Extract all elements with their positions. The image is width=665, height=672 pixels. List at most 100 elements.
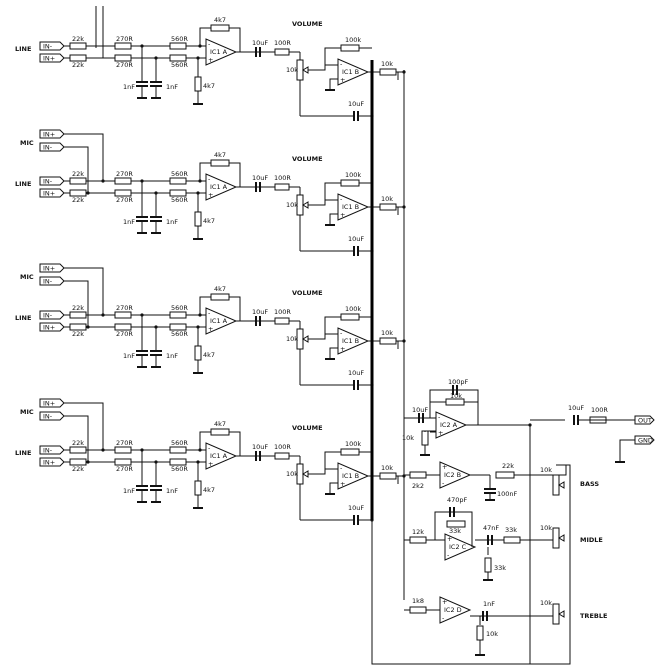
feedback-resistor: [210, 24, 230, 32]
feedback-resistor: [340, 313, 360, 321]
component-label: 270R: [116, 304, 133, 312]
component-label: 10k: [486, 630, 498, 638]
component-label: 22k: [72, 465, 84, 473]
plus-sign: -: [442, 614, 445, 622]
junction-dot: [154, 325, 158, 329]
input-connector-label: IN-: [43, 143, 53, 151]
component-label: 560R: [171, 304, 188, 312]
component-label: 560R: [171, 196, 188, 204]
plus-sign: -: [447, 551, 450, 559]
filter-capacitor: [150, 350, 162, 356]
pot-wiper: [302, 201, 309, 209]
feedback-resistor: [210, 428, 230, 436]
component-label: 270R: [116, 61, 133, 69]
input-connector-label: IN+: [43, 458, 55, 466]
plus-sign: +: [340, 76, 345, 84]
middle-feedback-resistor: [446, 520, 466, 528]
wire: [329, 78, 338, 90]
input-connector: [39, 310, 65, 320]
component-label: 10uF: [348, 504, 364, 512]
opamp-ic1a-label: IC1 A: [210, 183, 228, 191]
input-connector: [39, 411, 65, 421]
component-label: 10k: [540, 524, 552, 532]
opamp-ic2d: [439, 596, 472, 624]
feedback-resistor: [340, 44, 360, 52]
filter-capacitor: [136, 216, 148, 222]
component-label: 1nF: [166, 83, 178, 91]
component-label: 100pF: [448, 378, 469, 386]
wire: [64, 415, 89, 462]
component-label: 4k7: [203, 217, 215, 225]
component-label: 4k7: [214, 285, 226, 293]
input-connector: [39, 142, 65, 152]
ground-resistor: [194, 480, 202, 496]
junction-dot: [140, 313, 144, 317]
opamp-ic1b-label: IC1 B: [342, 337, 359, 345]
component-label: 100R: [274, 308, 291, 316]
component-label: 33k: [505, 526, 517, 534]
minus-sign: -: [208, 444, 211, 452]
input-connector: [39, 263, 65, 273]
component-label: 270R: [116, 35, 133, 43]
series-resistor: [114, 177, 132, 185]
series-resistor: [274, 452, 290, 460]
feedback-capacitor: [353, 246, 359, 256]
series-resistor: [169, 446, 187, 454]
pot-wiper: [302, 335, 309, 343]
opamp-ic1a: [205, 307, 238, 335]
series-resistor: [114, 189, 132, 197]
treble-input-resistor: [409, 606, 427, 614]
series-resistor: [169, 42, 187, 50]
component-label: 1k8: [412, 597, 424, 605]
filter-capacitor: [150, 485, 162, 491]
treble-label: TREBLE: [580, 612, 607, 620]
middle-ground-resistor: [484, 557, 492, 573]
plus-sign: +: [208, 325, 213, 333]
wire: [64, 267, 104, 315]
minus-sign: -: [208, 309, 211, 317]
component-label: 4k7: [203, 82, 215, 90]
series-resistor: [114, 311, 132, 319]
component-label: 560R: [171, 330, 188, 338]
opamp-ic1b-label: IC1 B: [342, 203, 359, 211]
opamp-ic1b: [337, 462, 370, 490]
pot-label: 10k: [286, 335, 298, 343]
feedback-resistor: [340, 448, 360, 456]
input-resistor: [69, 42, 87, 50]
component-label: 100k: [345, 305, 361, 313]
junction-dot: [198, 313, 202, 317]
component-label: 270R: [116, 196, 133, 204]
opamp-ic2c-label: IC2 C: [449, 543, 467, 551]
mix-resistor: [379, 203, 397, 211]
component-label: 10uF: [252, 443, 268, 451]
component-label: 560R: [171, 465, 188, 473]
opamp-ic2c: [444, 533, 477, 561]
component-label: 10uF: [568, 404, 584, 412]
series-resistor: [114, 54, 132, 62]
junction-dot: [154, 460, 158, 464]
plus-sign: +: [340, 211, 345, 219]
junction-dot: [196, 191, 200, 195]
junction-dot: [140, 179, 144, 183]
input-connector: [39, 41, 65, 51]
component-label: 1nF: [166, 218, 178, 226]
minus-sign: -: [340, 329, 343, 337]
input-connector-label: IN-: [43, 42, 53, 50]
opamp-ic1a: [205, 442, 238, 470]
input-connector-label: IN+: [43, 264, 55, 272]
wire: [371, 464, 571, 665]
component-label: 100R: [274, 174, 291, 182]
middle-label: MIDLE: [580, 536, 603, 544]
minus-sign: -: [208, 40, 211, 48]
component-label: 10uF: [348, 100, 364, 108]
line-label: LINE: [15, 449, 31, 457]
input-resistor: [69, 446, 87, 454]
junction-dot: [154, 56, 158, 60]
component-label: 10uF: [252, 308, 268, 316]
filter-capacitor: [136, 81, 148, 87]
component-label: 4k7: [214, 151, 226, 159]
minus-sign: +: [442, 598, 447, 606]
pot-label: 10k: [286, 66, 298, 74]
output-connector-label: OUT: [638, 417, 652, 425]
